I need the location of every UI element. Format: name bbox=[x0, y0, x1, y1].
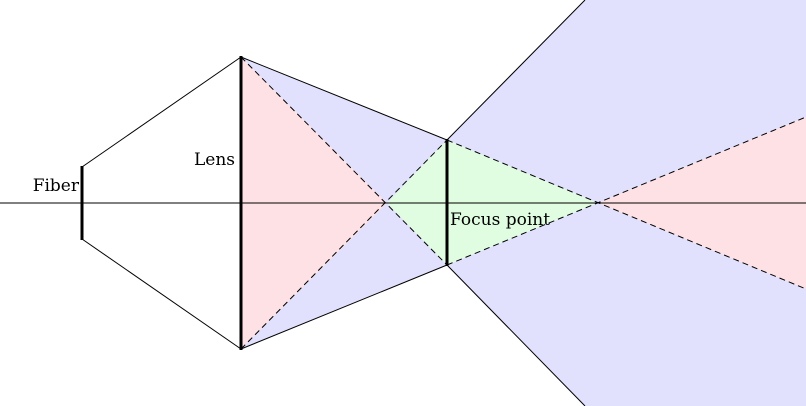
dashed-ray-upper-lens bbox=[240, 56, 448, 266]
fiber-to-lens-bottom bbox=[81, 238, 242, 350]
beam-edge-lower bbox=[446, 264, 586, 406]
dashed-ray-upper-out bbox=[446, 139, 806, 290]
dashed-ray-lower-lens bbox=[240, 139, 448, 350]
lens-to-second-top bbox=[240, 56, 448, 141]
fiber-to-lens-top bbox=[81, 56, 242, 168]
dashed-ray-lower-out bbox=[446, 116, 806, 266]
focus-point-label: Focus point bbox=[450, 210, 550, 230]
thick-elements bbox=[80, 56, 449, 350]
lens-to-second-bottom bbox=[240, 264, 448, 350]
beam-edge-upper bbox=[446, 0, 586, 141]
fiber-label: Fiber bbox=[33, 176, 80, 196]
lens-label: Lens bbox=[194, 150, 235, 170]
dashed-rays bbox=[240, 56, 806, 350]
